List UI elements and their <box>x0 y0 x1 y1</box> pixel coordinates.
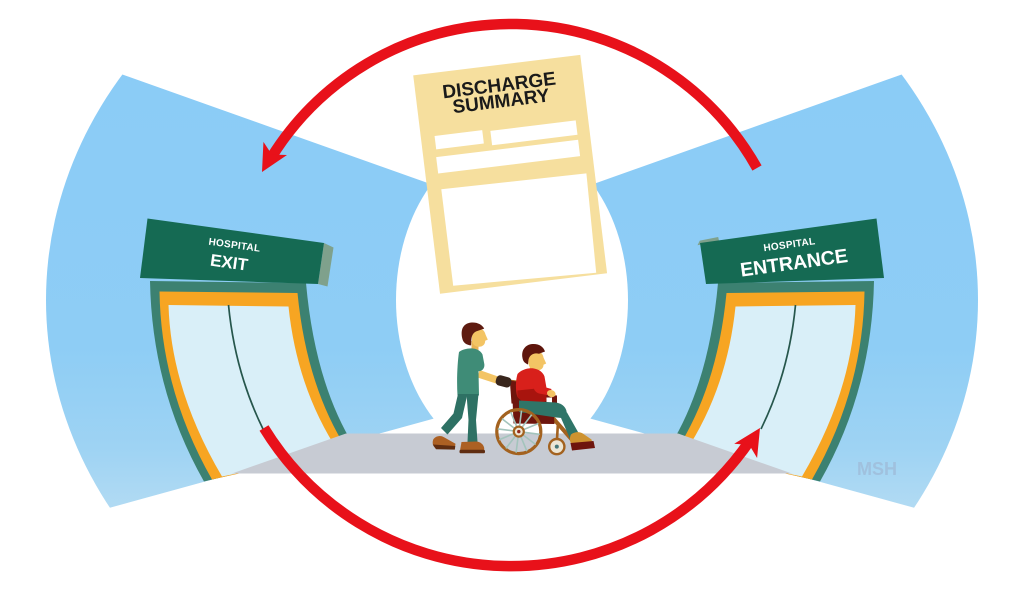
svg-text:MSH: MSH <box>857 459 897 479</box>
